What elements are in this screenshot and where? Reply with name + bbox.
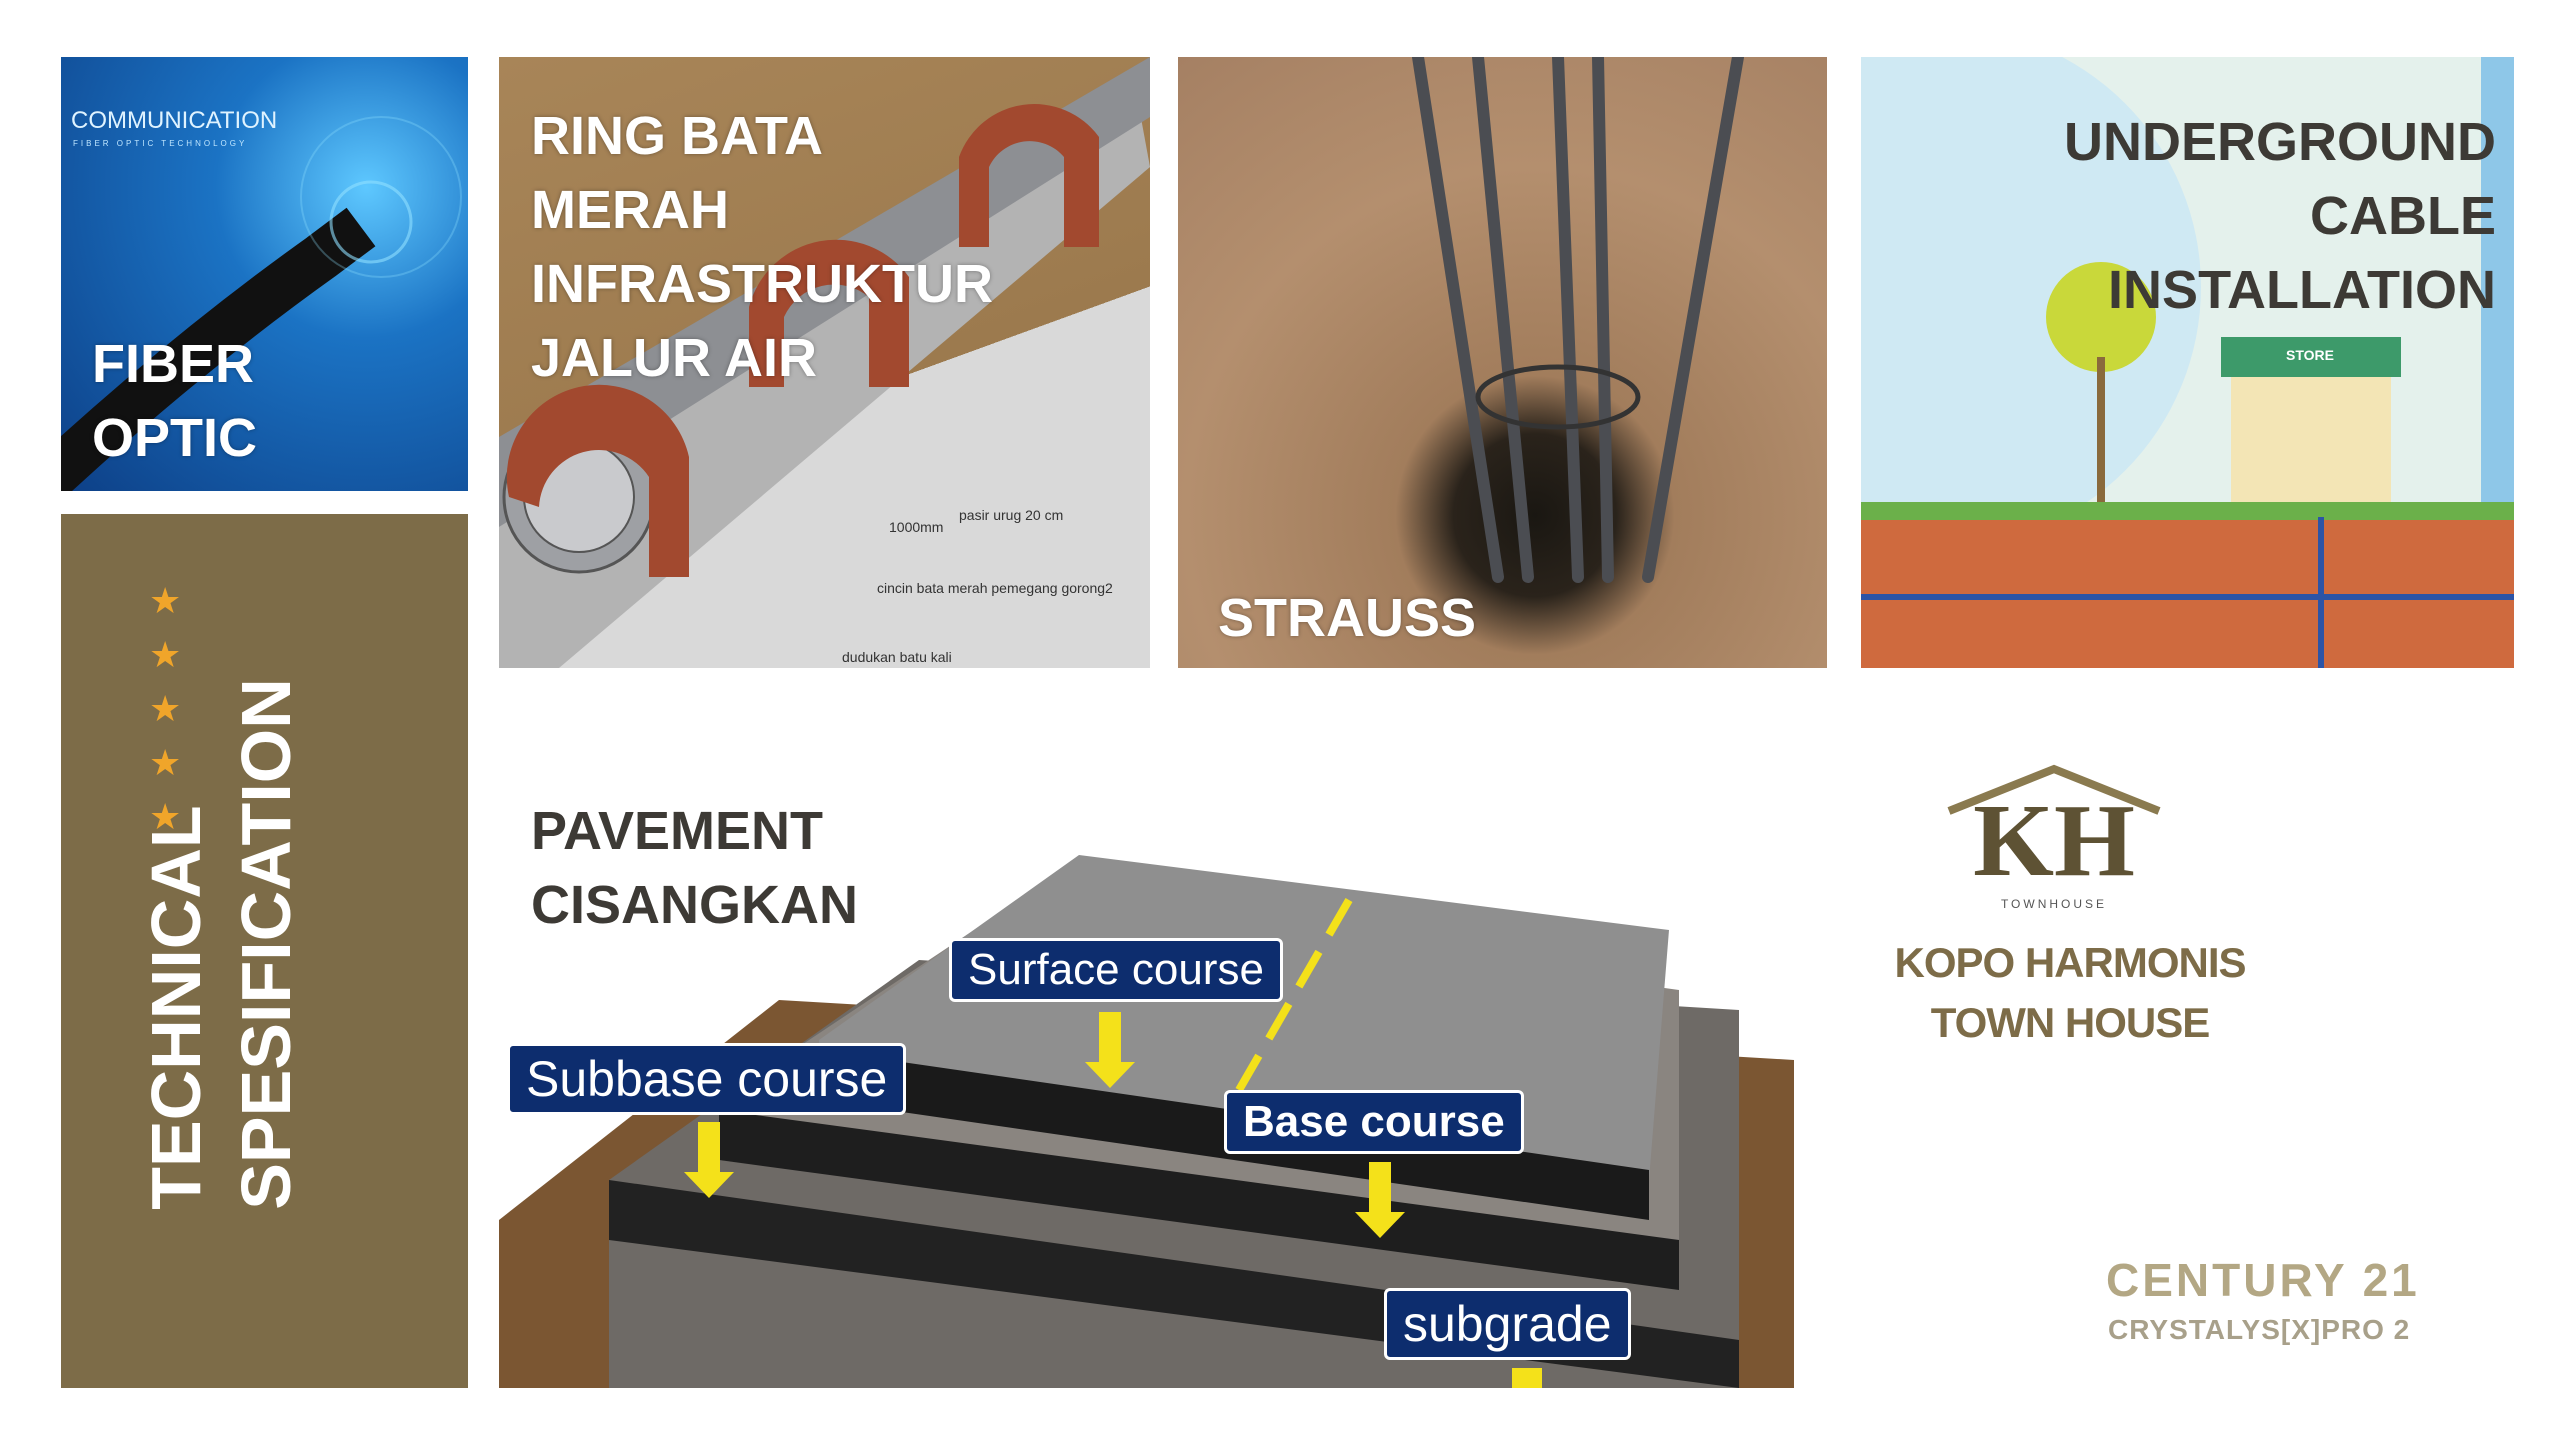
ring-bata-panel: RING BATA MERAH INFRASTRUKTUR JALUR AIR … <box>499 57 1150 668</box>
arrow-down-icon <box>1085 1012 1135 1088</box>
pavement-diagram: Surface course Subbase course Base cours… <box>499 840 1794 1388</box>
fiber-brand-sub: FIBER OPTIC TECHNOLOGY <box>73 139 248 148</box>
label-base-course: Base course <box>1224 1090 1524 1154</box>
strauss-title: STRAUSS <box>1218 588 1477 648</box>
star-icon: ★ <box>149 634 182 675</box>
agency-line2: CRYSTALYS[X]PRO 2 <box>2108 1314 2411 1345</box>
star-icon: ★ <box>149 742 182 783</box>
agency-line1: CENTURY 21 <box>2106 1254 2420 1306</box>
strauss-panel: STRAUSS <box>1178 57 1827 668</box>
cable-title: UNDERGROUND CABLE INSTALLATION <box>2064 112 2496 320</box>
star-icon: ★ <box>149 796 182 837</box>
fiber-optic-panel: COMMUNICATION FIBER OPTIC TECHNOLOGY FIB… <box>61 57 468 491</box>
ring-title: RING BATA MERAH INFRASTRUKTUR JALUR AIR <box>531 106 993 388</box>
logo-sub: TOWNHOUSE <box>2000 897 2108 911</box>
annotation-cincin: cincin bata merah pemegang gorong2 <box>877 580 1113 596</box>
arrow-down-icon <box>1355 1162 1405 1238</box>
annotation-1000mm: 1000mm <box>889 519 944 535</box>
brand-name-line1: KOPO HARMONIS <box>1894 939 2246 986</box>
annotation-pasir: pasir urug 20 cm <box>959 507 1064 523</box>
pavement-title: PAVEMENT CISANGKAN <box>531 801 859 935</box>
arrow-down-icon <box>684 1122 734 1198</box>
fiber-title: FIBER OPTIC <box>92 334 258 468</box>
spec-title-line1: TECHNICAL <box>137 805 215 1210</box>
rebar-illustration <box>1412 57 1744 583</box>
stars: ★ ★ ★ ★ ★ <box>149 580 182 837</box>
label-subgrade: subgrade <box>1384 1288 1631 1360</box>
fiber-cable-illustration <box>61 116 462 491</box>
fiber-brand: COMMUNICATION <box>71 107 278 134</box>
roof-icon <box>1947 764 2161 815</box>
store-sign: STORE <box>2286 347 2334 363</box>
annotation-dudukan: dudukan batu kali <box>842 649 952 665</box>
brand-name-line2: TOWN HOUSE <box>1930 999 2211 1046</box>
logo-letters: KH <box>1973 783 2135 898</box>
arrow-down-icon <box>1512 1368 1542 1388</box>
underground-cable-illustration <box>1861 57 2514 668</box>
label-subbase-course: Subbase course <box>507 1043 907 1115</box>
underground-cable-panel: STORE UNDERGROUND CABLE INSTALLATION <box>1861 57 2514 668</box>
star-icon: ★ <box>149 688 182 729</box>
kh-logo: KH TOWNHOUSE <box>1945 763 2163 913</box>
brick-ring-pipe-illustration <box>499 57 1150 668</box>
star-icon: ★ <box>149 580 182 621</box>
spec-title-line2: SPESIFICATION <box>227 678 305 1210</box>
label-surface-course: Surface course <box>949 938 1283 1002</box>
technical-spec-panel: ★ ★ ★ ★ ★ TECHNICAL SPESIFICATION <box>61 514 468 1388</box>
